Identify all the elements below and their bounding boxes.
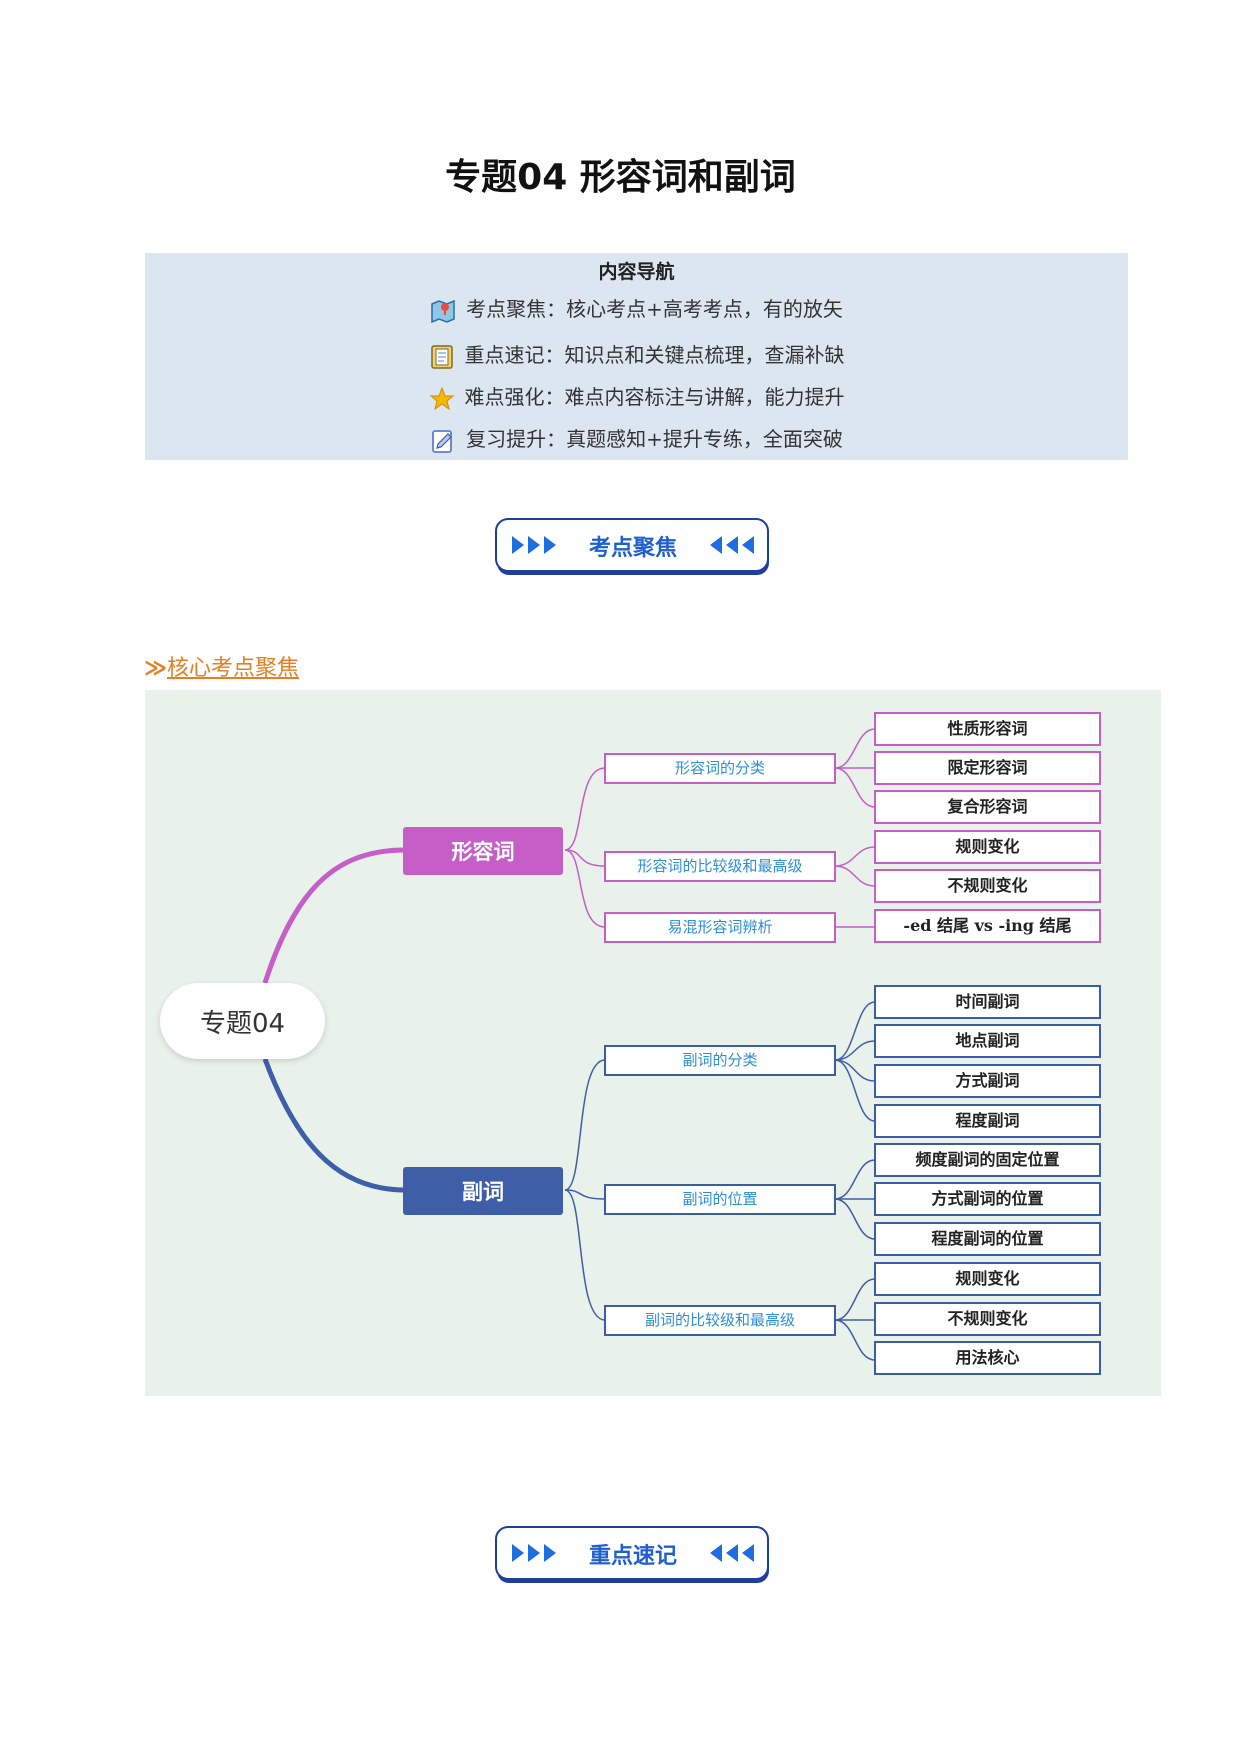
leaf-node: 不规则变化 [874,1302,1101,1336]
page-title: 专题04 形容词和副词 [445,157,796,198]
leaf-node: 复合形容词 [874,790,1101,824]
banner-focus: 考点聚焦 [494,518,772,578]
double-chevron-icon: ≫ [144,656,168,681]
leaf-node: 时间副词 [874,985,1101,1019]
mind-map-connectors [262,728,876,1361]
nav-heading: 内容导航 [598,261,675,283]
star-icon [429,386,455,412]
nav-item-text: 难点强化：难点内容标注与讲解，能力提升 [464,385,845,409]
group-adverb-position: 副词的位置 [604,1184,836,1215]
edit-icon [430,428,456,454]
leaf-node: 不规则变化 [874,869,1101,903]
mind-map: 专题04 形容词 副词 形容词的分类 形容词的比较级和最高级 易混形容词辨析 性… [145,690,1161,1396]
leaf-node: 规则变化 [874,1262,1101,1296]
group-adverb-classification: 副词的分类 [604,1045,836,1076]
nav-item-memo: 重点速记：知识点和关键点梳理，查漏补缺 [145,339,1128,370]
leaf-node: 频度副词的固定位置 [874,1143,1101,1177]
group-adjective-confusables: 易混形容词辨析 [604,912,836,943]
nav-item-text: 复习提升：真题感知+提升专练，全面突破 [466,427,843,451]
mind-map-root: 专题04 [160,983,325,1059]
nav-item-text: 重点速记：知识点和关键点梳理，查漏补缺 [464,343,845,367]
nav-item-difficulty: 难点强化：难点内容标注与讲解，能力提升 [145,381,1128,412]
leaf-node: 地点副词 [874,1024,1101,1058]
nav-item-text: 考点聚焦：核心考点+高考考点，有的放矢 [466,297,843,321]
leaf-node: 方式副词 [874,1064,1101,1098]
leaf-node: -ed 结尾 vs -ing 结尾 [874,909,1101,943]
banner-memo: 重点速记 [494,1526,772,1586]
section-link-label: 核心考点聚焦 [167,656,300,681]
group-adverb-comparison: 副词的比较级和最高级 [604,1305,836,1336]
leaf-node: 程度副词的位置 [874,1222,1101,1256]
leaf-node: 方式副词的位置 [874,1182,1101,1216]
group-adjective-classification: 形容词的分类 [604,753,836,784]
banner-title: 重点速记 [588,1544,677,1569]
map-icon [430,298,456,324]
section-link-core[interactable]: ≫核心考点聚焦 [144,650,299,682]
banner-title: 考点聚焦 [588,536,677,561]
leaf-node: 规则变化 [874,830,1101,864]
leaf-node: 程度副词 [874,1104,1101,1138]
nav-item-focus: 考点聚焦：核心考点+高考考点，有的放矢 [145,293,1128,324]
leaf-node: 限定形容词 [874,751,1101,785]
leaf-node: 用法核心 [874,1341,1101,1375]
book-icon [429,344,455,370]
group-adjective-comparison: 形容词的比较级和最高级 [604,851,836,882]
branch-adjective: 形容词 [403,827,563,875]
nav-item-review: 复习提升：真题感知+提升专练，全面突破 [145,423,1128,454]
leaf-node: 性质形容词 [874,712,1101,746]
branch-adverb: 副词 [403,1167,563,1215]
content-navigation: 内容导航 考点聚焦：核心考点+高考考点，有的放矢 重点速记：知识点和关键点梳理，… [145,253,1128,460]
